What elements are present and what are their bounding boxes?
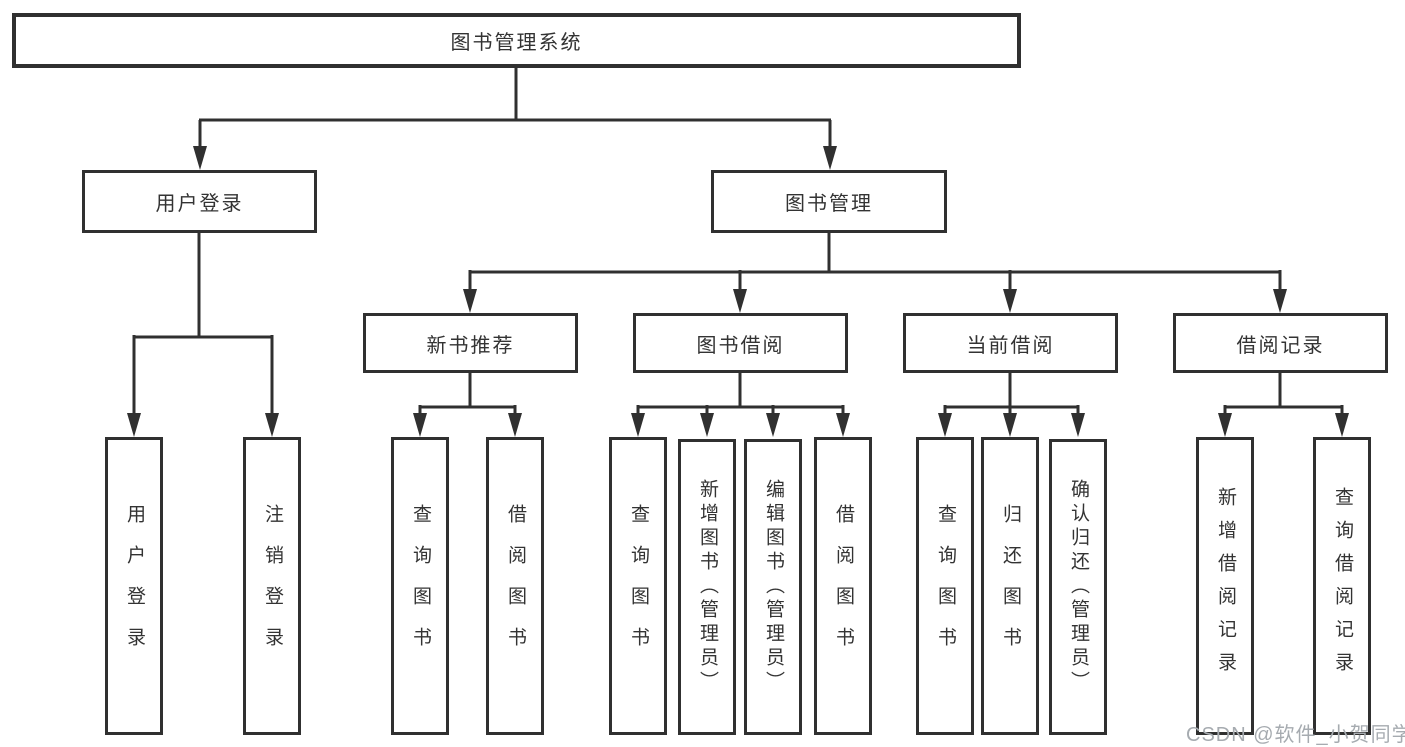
leaf-borrow-edit-book-admin: 编辑图书（管理员） [744,439,802,735]
leaf-user-login: 用户登录 [105,437,163,735]
leaf-borrow-add-book-admin: 新增图书（管理员） [678,439,736,735]
leaf-recommend-borrow-book: 借阅图书 [486,437,544,735]
leaf-borrow-borrow-book: 借阅图书 [814,437,872,735]
leaf-recommend-query-book: 查询图书 [391,437,449,735]
leaf-logout: 注销登录 [243,437,301,735]
node-borrow-record: 借阅记录 [1173,313,1388,373]
leaf-borrow-query-book: 查询图书 [609,437,667,735]
leaf-record-add: 新增借阅记录 [1196,437,1254,735]
leaf-current-query-book: 查询图书 [916,437,974,735]
node-book-borrow: 图书借阅 [633,313,848,373]
watermark: CSDN @软件_小贺同学 [1186,724,1405,746]
node-new-book-recommend: 新书推荐 [363,313,578,373]
leaf-current-return-book: 归还图书 [981,437,1039,735]
node-user-login: 用户登录 [82,170,317,233]
leaf-current-confirm-return-admin: 确认归还（管理员） [1049,439,1107,735]
leaf-record-query: 查询借阅记录 [1313,437,1371,735]
node-current-borrow: 当前借阅 [903,313,1118,373]
node-root: 图书管理系统 [12,13,1021,68]
node-book-management: 图书管理 [711,170,947,233]
arrowheads [127,146,1349,437]
